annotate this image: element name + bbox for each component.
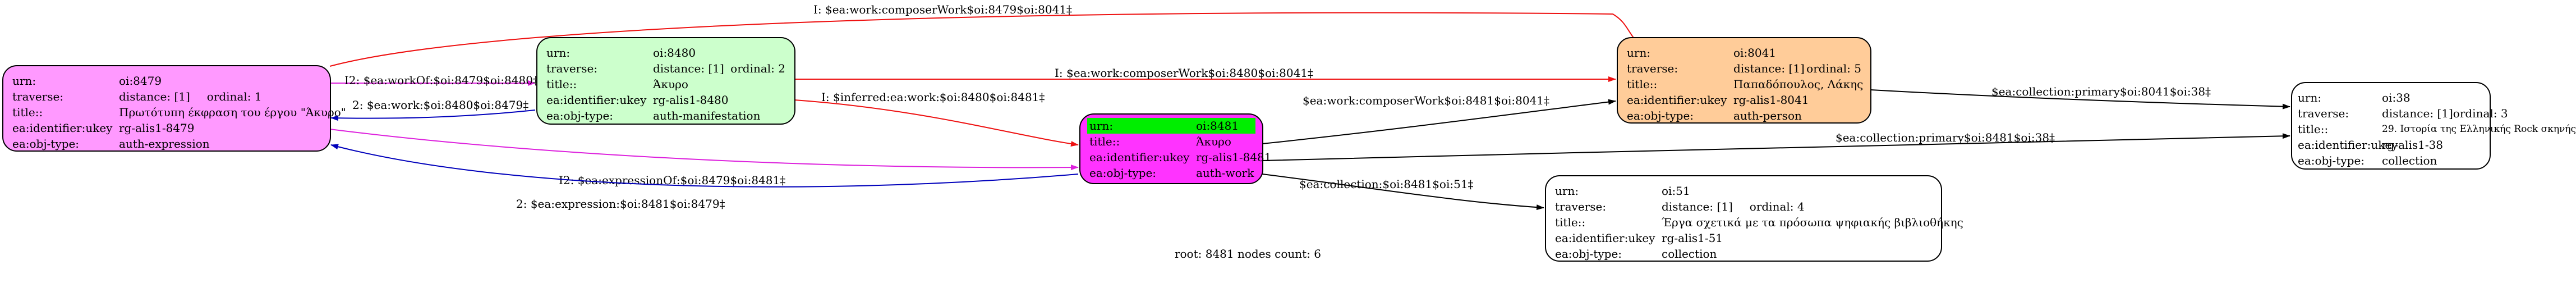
field-title: title::Παπαδόπουλος, Λάκης bbox=[1627, 77, 1864, 91]
urn-value: oi:38 bbox=[2382, 91, 2411, 104]
distance-value: distance: [1] bbox=[2382, 107, 2453, 120]
edge-expression-8481-8479 bbox=[330, 144, 1079, 188]
ukey-value: rg-alis1-51 bbox=[1662, 231, 1723, 245]
ordinal-value: ordinal: 5 bbox=[1806, 62, 1861, 75]
ordinal-value: ordinal: 3 bbox=[2453, 107, 2508, 120]
urn-value: oi:8479 bbox=[119, 74, 162, 88]
node-oi-8041[interactable]: urn:oi:8041 traverse:distance: [1]ordina… bbox=[1617, 37, 1871, 124]
distance-value: distance: [1] bbox=[1662, 200, 1733, 213]
edge-label-work-8480-8479: 2: $ea:work:$oi:8480$oi:8479‡ bbox=[352, 98, 528, 112]
edge-label-expression-8481-8479: 2: $ea:expression:$oi:8481$oi:8479‡ bbox=[516, 197, 725, 211]
ukey-value: rg-alis1-38 bbox=[2382, 138, 2444, 152]
field-traverse: traverse:distance: [1]ordinal: 1 bbox=[12, 90, 262, 103]
urn-value: oi:8480 bbox=[653, 46, 696, 60]
obj-type-value: collection bbox=[2382, 154, 2437, 167]
ordinal-value: ordinal: 1 bbox=[206, 90, 262, 103]
edge-primary-8481-38 bbox=[1262, 133, 2290, 161]
title-value: Παπαδόπουλος, Λάκης bbox=[1733, 77, 1864, 91]
field-obj-type: ea:obj-type:auth-person bbox=[1627, 109, 1802, 122]
title-value: Άκυρο bbox=[653, 77, 688, 91]
edge-label-primary-8481-38: $ea:collection:primary$oi:8481$oi:38‡ bbox=[1836, 131, 2055, 144]
edge-label-composer-8479-8041: I: $ea:work:composerWork$oi:8479$oi:8041… bbox=[813, 3, 1072, 16]
obj-type-value: collection bbox=[1662, 247, 1717, 261]
ordinal-value: ordinal: 4 bbox=[1749, 200, 1805, 213]
title-value: 29. Ιστορία της Ελληνικής Rock σκηνής bbox=[2382, 124, 2576, 135]
obj-type-value: auth-person bbox=[1733, 109, 1802, 122]
edge-primary-8041-38 bbox=[1870, 89, 2290, 109]
edge-label-composer-8480-8041: I: $ea:work:composerWork$oi:8480$oi:8041… bbox=[1055, 66, 1313, 80]
edge-label-workof-8479-8480: I2: $ea:workOf:$oi:8479$oi:8480‡ bbox=[344, 74, 539, 87]
urn-value: oi:51 bbox=[1662, 184, 1690, 198]
edge-label-composer-8481-8041: $ea:work:composerWork$oi:8481$oi:8041‡ bbox=[1303, 94, 1549, 107]
urn-value: oi:8041 bbox=[1733, 46, 1777, 60]
edge-label-primary-8041-38: $ea:collection:primary$oi:8041$oi:38‡ bbox=[1991, 85, 2211, 98]
field-obj-type: ea:obj-type:auth-work bbox=[1089, 166, 1254, 180]
field-title: title::Έργα σχετικά με τα πρόσωπα ψηφιακ… bbox=[1555, 216, 1963, 229]
ukey-value: rg-alis1-8481 bbox=[1196, 150, 1272, 164]
field-urn: urn:oi:51 bbox=[1555, 184, 1690, 198]
field-traverse: traverse:distance: [1]ordinal: 3 bbox=[2298, 107, 2508, 120]
field-obj-type: ea:obj-type:auth-expression bbox=[12, 137, 210, 150]
edge-inferred-8480-8481 bbox=[794, 99, 1079, 147]
graph-caption: root: 8481 nodes count: 6 bbox=[1174, 247, 1322, 261]
node-oi-38[interactable]: urn:oi:38 traverse:distance: [1]ordinal:… bbox=[2291, 82, 2576, 170]
edge-composer-8481-8041 bbox=[1262, 99, 1616, 144]
obj-type-value: auth-work bbox=[1196, 166, 1254, 180]
ukey-value: rg-alis1-8480 bbox=[653, 93, 729, 107]
distance-value: distance: [1] bbox=[1733, 62, 1805, 75]
field-traverse: traverse:distance: [1]ordinal: 5 bbox=[1627, 62, 1861, 75]
field-obj-type: ea:obj-type:auth-manifestation bbox=[546, 109, 761, 122]
field-title: title::29. Ιστορία της Ελληνικής Rock σκ… bbox=[2298, 122, 2576, 136]
obj-type-value: auth-expression bbox=[119, 137, 210, 150]
edge-label-inferred-8480-8481: I: $inferred:ea:work:$oi:8480$oi:8481‡ bbox=[821, 90, 1045, 104]
field-title: title::Άκυρο bbox=[1089, 135, 1231, 148]
field-urn: urn:oi:8041 bbox=[1627, 46, 1777, 60]
ukey-value: rg-alis1-8041 bbox=[1733, 93, 1809, 107]
edge-expressionof-8479-8481 bbox=[329, 129, 1079, 171]
field-urn: urn:oi:8481 bbox=[1087, 118, 1255, 134]
field-title: title::Πρωτότυπη έκφραση του έργου "Άκυρ… bbox=[12, 106, 346, 119]
edge-label-collection-8481-51: $ea:collection:$oi:8481$oi:51‡ bbox=[1299, 177, 1474, 191]
node-oi-8480[interactable]: urn:oi:8480 traverse:distance: [1]ordina… bbox=[536, 37, 795, 125]
node-oi-51[interactable]: urn:oi:51 traverse:distance: [1]ordinal:… bbox=[1545, 175, 1963, 262]
field-urn: urn:oi:38 bbox=[2298, 91, 2411, 104]
title-value: Έργα σχετικά με τα πρόσωπα ψηφιακής βιβλ… bbox=[1662, 216, 1963, 229]
title-value: Πρωτότυπη έκφραση του έργου "Άκυρο" bbox=[119, 106, 346, 119]
edge-collection-8481-51 bbox=[1262, 174, 1544, 211]
ordinal-value: ordinal: 2 bbox=[730, 62, 785, 75]
field-urn: urn:oi:8480 bbox=[546, 46, 696, 60]
title-value: Άκυρο bbox=[1196, 135, 1231, 148]
node-oi-8479[interactable]: urn:oi:8479 traverse:distance: [1]ordina… bbox=[2, 65, 346, 152]
ukey-value: rg-alis1-8479 bbox=[119, 121, 195, 135]
field-traverse: traverse:distance: [1]ordinal: 2 bbox=[546, 62, 785, 75]
field-obj-type: ea:obj-type:collection bbox=[2298, 154, 2437, 167]
field-urn: urn:oi:8479 bbox=[12, 74, 162, 88]
edge-work-8480-8479 bbox=[330, 109, 536, 121]
field-title: title::Άκυρο bbox=[546, 77, 688, 91]
edge-layer: I: $ea:work:composerWork$oi:8479$oi:8041… bbox=[329, 3, 2290, 211]
node-oi-8481-root[interactable]: urn:oi:8481 title::Άκυρο ea:identifier:u… bbox=[1079, 113, 1272, 184]
field-obj-type: ea:obj-type:collection bbox=[1555, 247, 1717, 261]
distance-value: distance: [1] bbox=[653, 62, 724, 75]
urn-value: oi:8481 bbox=[1196, 119, 1239, 133]
distance-value: distance: [1] bbox=[119, 90, 190, 103]
obj-type-value: auth-manifestation bbox=[653, 109, 761, 122]
field-traverse: traverse:distance: [1]ordinal: 4 bbox=[1555, 200, 1805, 213]
edge-composer-8479-8041 bbox=[329, 12, 1640, 67]
